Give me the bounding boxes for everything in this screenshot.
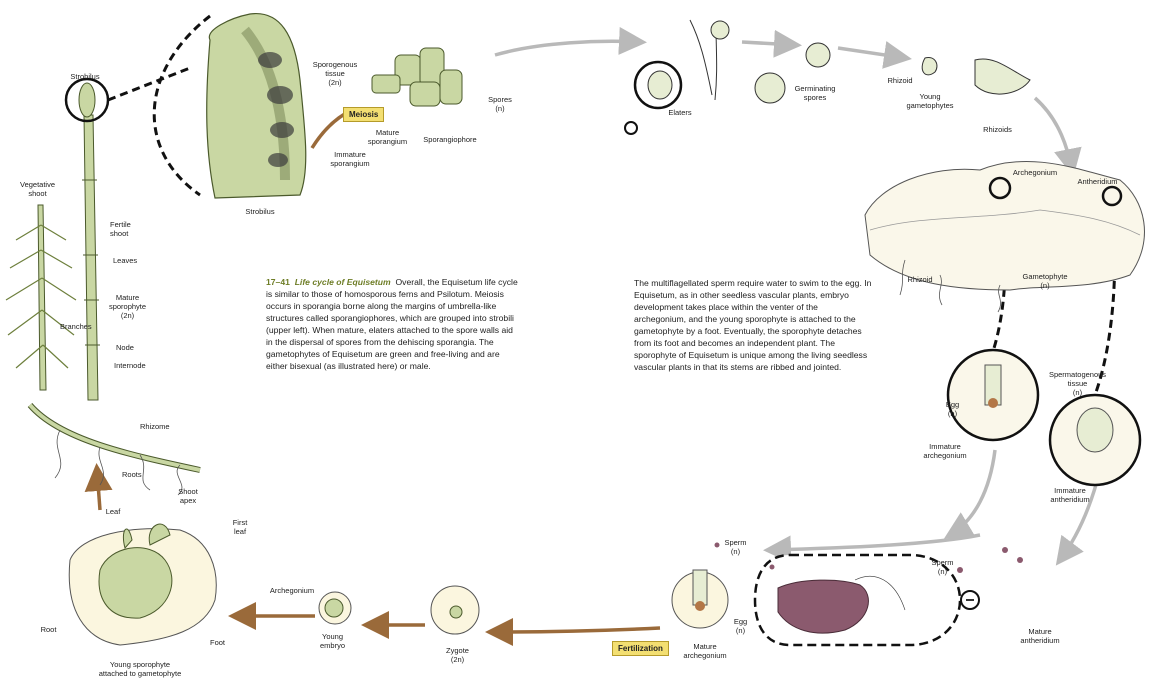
label-immature-archegonium: Immature archegonium bbox=[915, 442, 975, 460]
label-young-embryo: Young embryo bbox=[310, 632, 355, 650]
bottom-row-drawings bbox=[69, 524, 728, 645]
label-rhizoid-top: Rhizoid bbox=[880, 76, 920, 85]
caption-right-body: The multiflagellated sperm require water… bbox=[634, 278, 871, 372]
label-gametophyte: Gametophyte (n) bbox=[1015, 272, 1075, 290]
label-strobilus-top: Strobilus bbox=[60, 72, 110, 81]
label-leaves: Leaves bbox=[113, 256, 153, 265]
arrow-imm-arch-to-mature bbox=[950, 450, 995, 535]
label-shoot-apex: Shoot apex bbox=[168, 487, 208, 505]
strobilus-connector bbox=[108, 68, 190, 100]
mature-sporophyte-plant bbox=[6, 79, 200, 495]
label-young-sporophyte: Young sporophyte attached to gametophyte bbox=[85, 660, 195, 678]
label-archegonium-bottom: Archegonium bbox=[262, 586, 322, 595]
meiosis-badge: Meiosis bbox=[343, 107, 384, 122]
label-node: Node bbox=[116, 343, 146, 352]
sporangiophore-drawing bbox=[372, 48, 462, 106]
caption-left: 17–41 Life cycle of Equisetum Overall, t… bbox=[266, 276, 521, 372]
label-egg-bottom: Egg (n) bbox=[728, 617, 753, 635]
label-sperm-left: Sperm (n) bbox=[718, 538, 753, 556]
arrow-spores-to-elaters bbox=[495, 41, 640, 55]
label-archegonium-top: Archegonium bbox=[1005, 168, 1065, 177]
arrow-young-to-gametophyte bbox=[1035, 98, 1072, 170]
label-first-leaf: First leaf bbox=[225, 518, 255, 536]
arrow-elaters-to-germinating bbox=[742, 42, 795, 45]
sperm-oval bbox=[715, 543, 1024, 646]
arrow-sperm-to-archegonium bbox=[770, 535, 980, 550]
rhizome bbox=[30, 405, 200, 470]
label-rhizoids: Rhizoids bbox=[975, 125, 1020, 134]
label-mature-archegonium: Mature archegonium bbox=[675, 642, 735, 660]
label-germinating-spores: Germinating spores bbox=[785, 84, 845, 102]
strobilus-arc bbox=[154, 16, 210, 195]
label-antheridium: Antheridium bbox=[1070, 177, 1125, 186]
strobilus-cone bbox=[79, 83, 95, 117]
label-vegetative-shoot: Vegetative shoot bbox=[10, 180, 65, 198]
label-branches: Branches bbox=[60, 322, 105, 331]
label-mature-antheridium: Mature antheridium bbox=[1010, 627, 1070, 645]
label-rhizome: Rhizome bbox=[140, 422, 180, 431]
label-sporogenous-tissue: Sporogenous tissue (2n) bbox=[305, 60, 365, 87]
label-rhizoid-mid: Rhizoid bbox=[900, 275, 940, 284]
label-roots: Roots bbox=[122, 470, 152, 479]
label-spermatogenous-tissue: Spermatogenous tissue (n) bbox=[1040, 370, 1115, 397]
label-immature-sporangium: Immature sporangium bbox=[315, 150, 385, 168]
strobilus-section bbox=[207, 14, 306, 198]
vegetative-shoot-stem bbox=[38, 205, 46, 390]
arrow-fertilization bbox=[492, 628, 660, 632]
label-elaters: Elaters bbox=[660, 108, 700, 117]
label-leaf: Leaf bbox=[98, 507, 128, 516]
label-foot: Foot bbox=[205, 638, 230, 647]
caption-title-genus: Equisetum bbox=[347, 277, 391, 287]
label-sporangiophore: Sporangiophore bbox=[415, 135, 485, 144]
fertilization-badge: Fertilization bbox=[612, 641, 669, 656]
label-strobilus-bottom: Strobilus bbox=[235, 207, 285, 216]
label-fertile-shoot: Fertile shoot bbox=[110, 220, 150, 238]
fertile-shoot-stem bbox=[84, 115, 98, 400]
label-root: Root bbox=[36, 625, 61, 634]
caption-figure-number: 17–41 bbox=[266, 277, 290, 287]
label-zygote: Zygote (2n) bbox=[440, 646, 475, 664]
label-mature-sporangium: Mature sporangium bbox=[360, 128, 415, 146]
label-immature-antheridium: Immature antheridium bbox=[1040, 486, 1100, 504]
label-internode: Internode bbox=[114, 361, 159, 370]
caption-title-prefix: Life cycle of bbox=[295, 277, 347, 287]
arrow-germinating-to-young bbox=[838, 48, 905, 58]
caption-left-body: Overall, the Equisetum life cycle is sim… bbox=[266, 277, 518, 371]
label-mature-sporophyte: Mature sporophyte (2n) bbox=[105, 293, 150, 320]
arrow-young-to-mature bbox=[97, 470, 100, 510]
label-sperm-right: Sperm (n) bbox=[925, 558, 960, 576]
caption-right: The multiflagellated sperm require water… bbox=[634, 277, 872, 373]
label-spores: Spores (n) bbox=[480, 95, 520, 113]
label-young-gametophytes: Young gametophytes bbox=[895, 92, 965, 110]
label-egg-mid: Egg (n) bbox=[940, 400, 965, 418]
